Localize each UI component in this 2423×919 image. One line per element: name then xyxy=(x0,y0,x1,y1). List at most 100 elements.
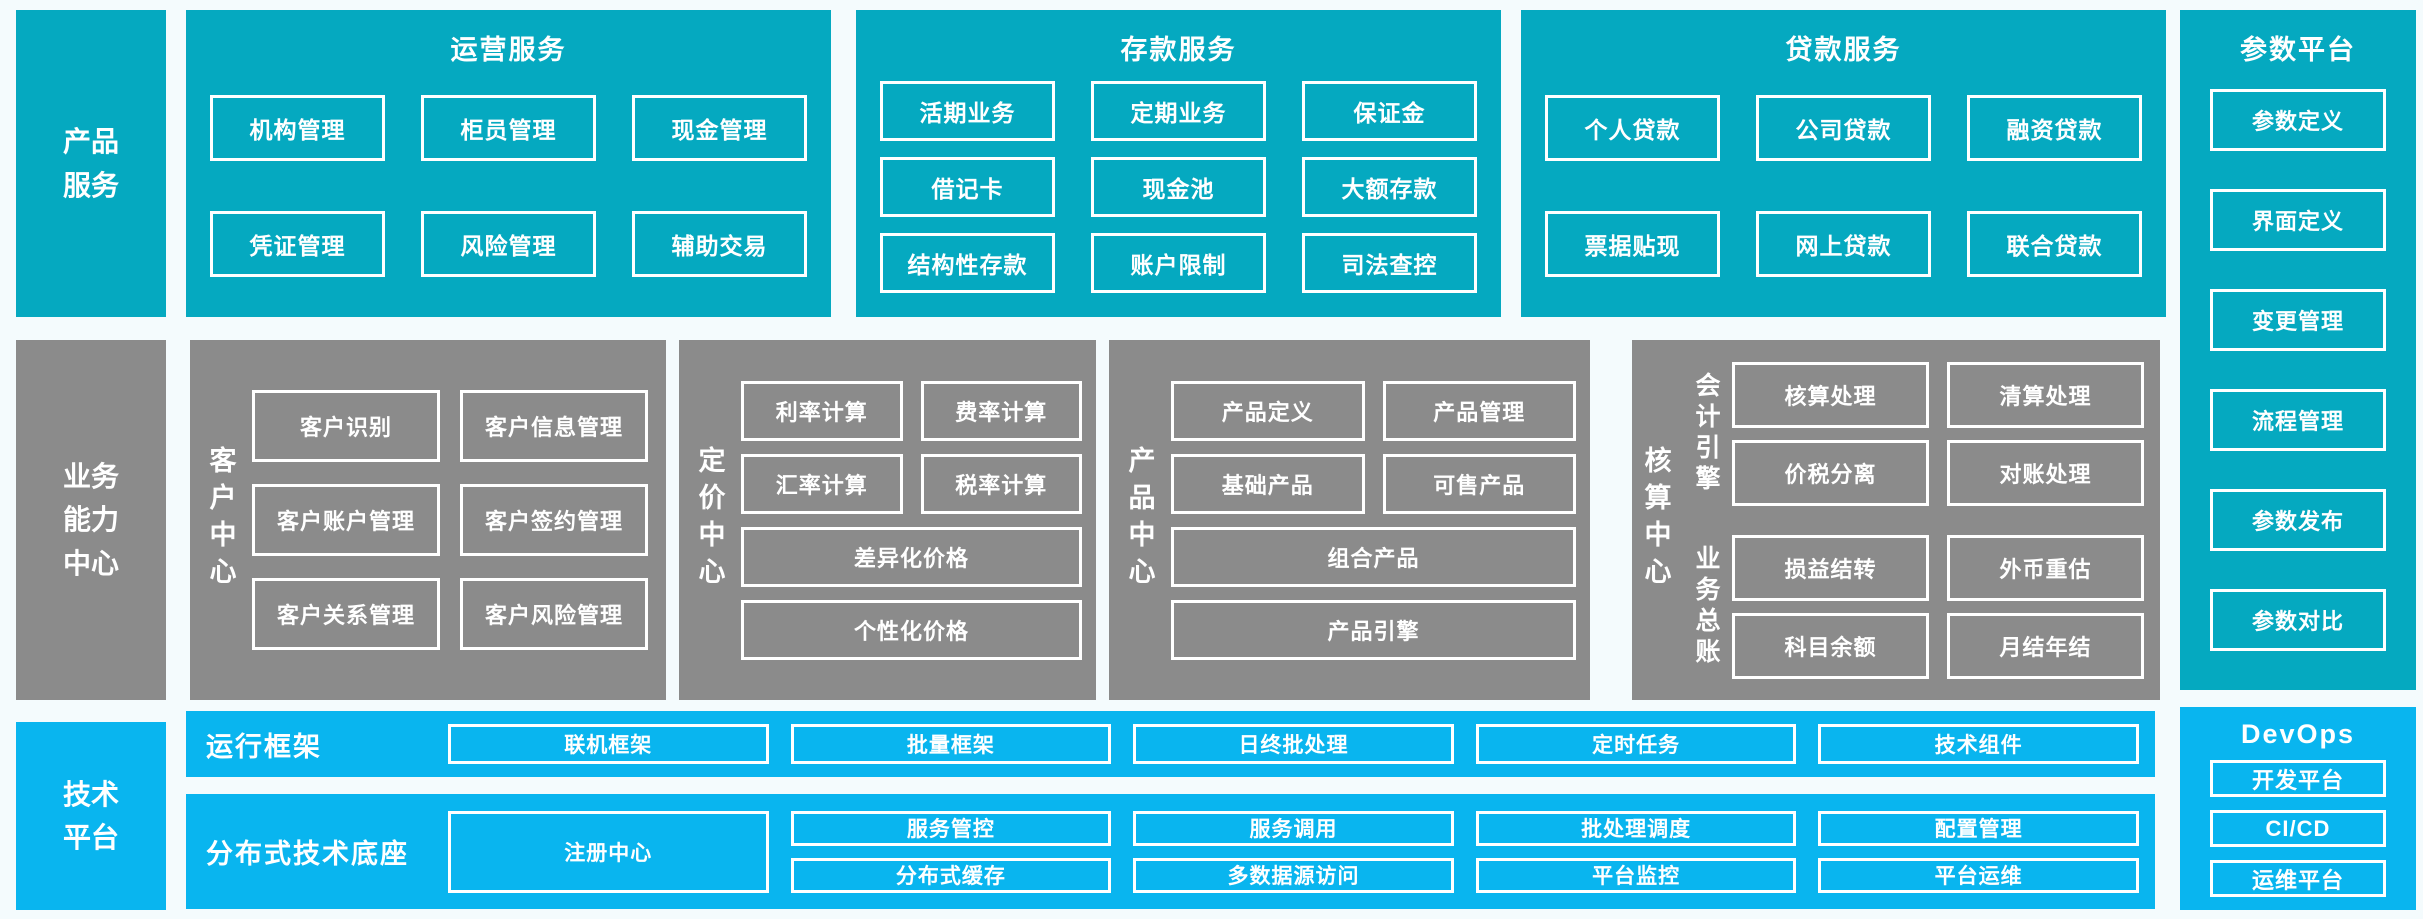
tech-cell: 技术组件 xyxy=(1818,724,2139,764)
block-title: 贷款服务 xyxy=(1785,35,1902,65)
runtime-cells: 联机框架 批量框架 日终批处理 定时任务 技术组件 xyxy=(448,724,2139,764)
distributed-col: 配置管理 平台运维 xyxy=(1818,810,2139,893)
service-cell: 辅助交易 xyxy=(632,211,807,277)
vertical-label-text: 客户中心 xyxy=(205,446,236,594)
capability-cell: 外币重估 xyxy=(1947,534,2144,601)
block-product-center: 产品中心 产品定义 产品管理 基础产品 可售产品 组合产品 产品引擎 xyxy=(1109,340,1590,700)
capability-cell: 客户识别 xyxy=(252,390,440,462)
accounting-center-label: 核算中心 xyxy=(1632,340,1680,700)
block-operations-services: 运营服务 机构管理 柜员管理 现金管理 凭证管理 风险管理 辅助交易 xyxy=(186,10,831,317)
loan-grid: 个人贷款 公司贷款 融资贷款 票据贴现 网上贷款 联合贷款 xyxy=(1545,95,2142,277)
devops-cell: 开发平台 xyxy=(2210,760,2386,797)
capability-cell: 可售产品 xyxy=(1382,453,1576,514)
panel-parameter-platform: 参数平台 参数定义 界面定义 变更管理 流程管理 参数发布 参数对比 xyxy=(2180,10,2416,690)
tech-cell: 批量框架 xyxy=(790,724,1112,764)
parameter-cell: 参数对比 xyxy=(2210,589,2386,651)
block-title: 运营服务 xyxy=(450,35,567,65)
capability-cell: 费率计算 xyxy=(920,380,1082,441)
capability-cell: 客户风险管理 xyxy=(460,578,648,650)
capability-cell: 月结年结 xyxy=(1947,612,2144,679)
parameter-list: 参数定义 界面定义 变更管理 流程管理 参数发布 参数对比 xyxy=(2210,89,2386,651)
capability-cell: 科目余额 xyxy=(1732,612,1929,679)
service-cell: 票据贴现 xyxy=(1545,211,1720,277)
tech-cell: 多数据源访问 xyxy=(1133,857,1454,893)
business-ledger-group: 业务总账 损益结转 外币重估 科目余额 月结年结 xyxy=(1680,534,2144,679)
capability-cell: 汇率计算 xyxy=(741,453,903,514)
capability-cell: 基础产品 xyxy=(1171,453,1365,514)
capability-cell: 客户信息管理 xyxy=(460,390,648,462)
service-cell: 司法查控 xyxy=(1302,233,1477,293)
vertical-label-text: 业务总账 xyxy=(1692,544,1720,669)
tech-cell: 分布式缓存 xyxy=(790,857,1112,893)
service-cell: 风险管理 xyxy=(421,211,596,277)
devops-cell: CI/CD xyxy=(2210,810,2386,847)
capability-cell: 差异化价格 xyxy=(741,526,1082,587)
block-distributed-base: 分布式技术底座 注册中心 服务管控 分布式缓存 服务调用 多数据源访问 批处理调… xyxy=(186,794,2155,909)
panel-title: DevOps xyxy=(2240,719,2356,749)
service-cell: 机构管理 xyxy=(210,95,385,161)
vertical-label-text: 产品中心 xyxy=(1124,446,1155,594)
block-customer-center: 客户中心 客户识别 客户信息管理 客户账户管理 客户签约管理 客户关系管理 客户… xyxy=(190,340,666,700)
tech-cell: 注册中心 xyxy=(448,810,769,893)
service-cell: 大额存款 xyxy=(1302,157,1477,217)
parameter-cell: 变更管理 xyxy=(2210,289,2386,351)
capability-cell: 利率计算 xyxy=(741,380,903,441)
parameter-cell: 界面定义 xyxy=(2210,189,2386,251)
service-cell: 柜员管理 xyxy=(421,95,596,161)
customer-center-label: 客户中心 xyxy=(190,340,252,700)
capability-cell: 客户签约管理 xyxy=(460,484,648,556)
service-cell: 账户限制 xyxy=(1091,233,1266,293)
service-cell: 凭证管理 xyxy=(210,211,385,277)
distributed-col: 批处理调度 平台监控 xyxy=(1475,810,1797,893)
capability-cell: 个性化价格 xyxy=(741,599,1082,660)
panel-devops: DevOps 开发平台 CI/CD 运维平台 xyxy=(2180,707,2416,910)
business-ledger-label: 业务总账 xyxy=(1680,535,1732,679)
service-cell: 保证金 xyxy=(1302,81,1477,141)
devops-list: 开发平台 CI/CD 运维平台 xyxy=(2210,760,2386,897)
business-ledger-grid: 损益结转 外币重估 科目余额 月结年结 xyxy=(1732,534,2144,679)
panel-title: 参数平台 xyxy=(2240,35,2356,65)
vertical-label-text: 核算中心 xyxy=(1640,446,1671,594)
parameter-cell: 参数发布 xyxy=(2210,489,2386,551)
tech-cell: 平台监控 xyxy=(1475,857,1797,893)
block-loan-services: 贷款服务 个人贷款 公司贷款 融资贷款 票据贴现 网上贷款 联合贷款 xyxy=(1521,10,2166,317)
service-cell: 结构性存款 xyxy=(880,233,1055,293)
parameter-cell: 流程管理 xyxy=(2210,389,2386,451)
distributed-col: 服务管控 分布式缓存 xyxy=(790,810,1112,893)
tech-cell: 平台运维 xyxy=(1818,857,2139,893)
capability-cell: 清算处理 xyxy=(1947,361,2144,428)
operations-grid: 机构管理 柜员管理 现金管理 凭证管理 风险管理 辅助交易 xyxy=(210,95,807,277)
service-cell: 个人贷款 xyxy=(1545,95,1720,161)
capability-cell: 组合产品 xyxy=(1171,526,1576,587)
service-cell: 融资贷款 xyxy=(1967,95,2142,161)
block-accounting-center: 核算中心 会计引擎 核算处理 清算处理 价税分离 对账处理 业务总账 损 xyxy=(1632,340,2160,700)
accounting-engine-label: 会计引擎 xyxy=(1680,362,1732,506)
service-cell: 网上贷款 xyxy=(1756,211,1931,277)
customer-grid: 客户识别 客户信息管理 客户账户管理 客户签约管理 客户关系管理 客户风险管理 xyxy=(252,340,648,700)
distributed-cells: 注册中心 服务管控 分布式缓存 服务调用 多数据源访问 批处理调度 平台监控 配… xyxy=(448,810,2139,893)
pricing-grid: 利率计算 费率计算 汇率计算 税率计算 差异化价格 个性化价格 xyxy=(741,340,1082,700)
rail-product-services: 产品 服务 xyxy=(16,10,166,317)
accounting-engine-group: 会计引擎 核算处理 清算处理 价税分离 对账处理 xyxy=(1680,361,2144,506)
distributed-base-label: 分布式技术底座 xyxy=(206,839,409,869)
capability-cell: 核算处理 xyxy=(1732,361,1929,428)
vertical-label-text: 会计引擎 xyxy=(1692,371,1720,496)
capability-cell: 对账处理 xyxy=(1947,439,2144,506)
capability-cell: 客户关系管理 xyxy=(252,578,440,650)
service-cell: 借记卡 xyxy=(880,157,1055,217)
capability-cell: 客户账户管理 xyxy=(252,484,440,556)
devops-cell: 运维平台 xyxy=(2210,860,2386,897)
capability-cell: 损益结转 xyxy=(1732,534,1929,601)
service-cell: 联合贷款 xyxy=(1967,211,2142,277)
parameter-cell: 参数定义 xyxy=(2210,89,2386,151)
accounting-groups: 会计引擎 核算处理 清算处理 价税分离 对账处理 业务总账 损益结转 外币重估 … xyxy=(1680,340,2144,700)
tech-cell: 服务调用 xyxy=(1133,810,1454,846)
capability-cell: 价税分离 xyxy=(1732,439,1929,506)
capability-cell: 产品定义 xyxy=(1171,380,1365,441)
distributed-col: 服务调用 多数据源访问 xyxy=(1133,810,1454,893)
product-grid: 产品定义 产品管理 基础产品 可售产品 组合产品 产品引擎 xyxy=(1171,340,1576,700)
tech-cell: 定时任务 xyxy=(1475,724,1797,764)
runtime-framework-label: 运行框架 xyxy=(206,731,322,762)
rail-business-capability: 业务 能力 中心 xyxy=(16,340,166,700)
